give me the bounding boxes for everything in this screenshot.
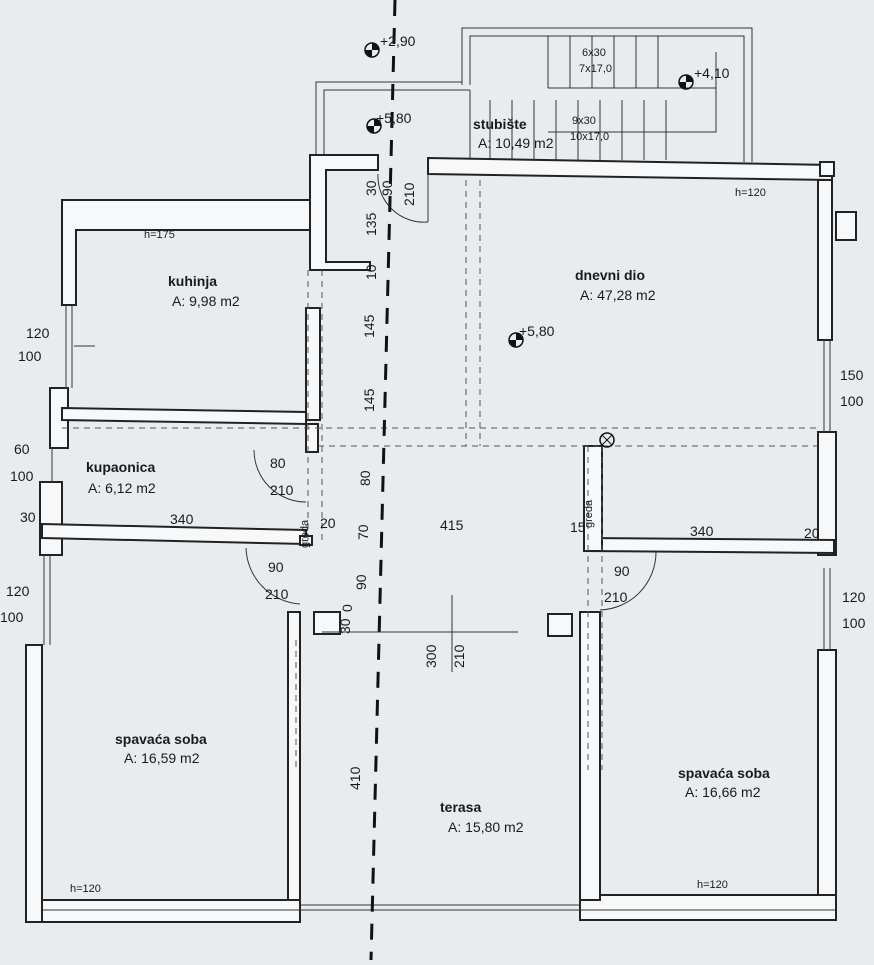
window-width: 150 bbox=[840, 367, 864, 383]
room-name-stubiste: stubište bbox=[473, 116, 527, 132]
dimension-label: 20 bbox=[320, 515, 336, 531]
window-width: 60 bbox=[14, 441, 30, 457]
level-label: +5,80 bbox=[519, 323, 555, 339]
beam-label: greda bbox=[299, 519, 311, 548]
door-height: 210 bbox=[265, 586, 289, 602]
dimension-label: 410 bbox=[347, 766, 363, 790]
dimension-label: 30 bbox=[20, 509, 36, 525]
room-area-terasa: A: 15,80 m2 bbox=[448, 819, 524, 835]
level-label: +4,10 bbox=[694, 65, 730, 81]
level-label: +2,90 bbox=[380, 33, 416, 49]
window-height: 100 bbox=[18, 348, 42, 364]
dimension-label: 10 bbox=[363, 264, 379, 280]
height-kuhinja: h=175 bbox=[144, 229, 175, 241]
dimension-label: 90 bbox=[353, 574, 369, 590]
window-lines bbox=[43, 305, 831, 650]
window-width: 120 bbox=[842, 589, 866, 605]
chimney-symbol bbox=[599, 432, 615, 448]
room-name-kupaonica: kupaonica bbox=[86, 459, 156, 475]
dimension-label: 340 bbox=[690, 523, 714, 539]
stair-treads bbox=[489, 36, 717, 160]
door-swings bbox=[245, 173, 657, 611]
dimension-label: 30 bbox=[363, 180, 379, 196]
dimension-label: 80 bbox=[357, 470, 373, 486]
dimension-label: 70 bbox=[355, 524, 371, 540]
room-name-dnevni: dnevni dio bbox=[575, 267, 645, 283]
window-height: 100 bbox=[842, 615, 866, 631]
room-name-soba-left: spavaća soba bbox=[115, 731, 207, 747]
dimension-label: 20 bbox=[804, 525, 820, 541]
room-name-terasa: terasa bbox=[440, 799, 482, 815]
dimension-label: 90 bbox=[379, 180, 395, 196]
room-name-kuhinja: kuhinja bbox=[168, 273, 218, 289]
door-height: 210 bbox=[451, 644, 467, 668]
door-height: 210 bbox=[270, 482, 294, 498]
dimension-label: 15 bbox=[570, 519, 586, 535]
room-area-stubiste: A: 10,49 m2 bbox=[478, 135, 554, 151]
stair-annotation: 9x30 bbox=[572, 115, 596, 127]
window-width: 120 bbox=[26, 325, 50, 341]
level-markers bbox=[364, 42, 694, 348]
dimension-label: 145 bbox=[361, 388, 377, 412]
beam-label: greda bbox=[583, 499, 595, 528]
room-area-kupaonica: A: 6,12 m2 bbox=[88, 480, 156, 496]
dimension-label: 135 bbox=[363, 212, 379, 236]
door-width: 90 bbox=[268, 559, 284, 575]
height-dnevni: h=120 bbox=[735, 187, 766, 199]
room-area-soba-right: A: 16,66 m2 bbox=[685, 784, 761, 800]
axis-line bbox=[369, 0, 397, 961]
room-area-kuhinja: A: 9,98 m2 bbox=[172, 293, 240, 309]
door-width: 90 bbox=[614, 563, 630, 579]
level-label: +5,80 bbox=[376, 110, 412, 126]
stair-outline bbox=[315, 27, 753, 162]
height-soba-right: h=120 bbox=[697, 879, 728, 891]
window-height: 100 bbox=[0, 609, 24, 625]
window-width: 120 bbox=[6, 583, 30, 599]
dimension-label: 145 bbox=[361, 314, 377, 338]
interior-walls bbox=[41, 406, 835, 637]
window-height: 100 bbox=[10, 468, 34, 484]
dimension-label: 30 bbox=[337, 618, 353, 634]
door-width: 300 bbox=[423, 644, 439, 668]
dimension-label: 415 bbox=[440, 517, 464, 533]
room-area-soba-left: A: 16,59 m2 bbox=[124, 750, 200, 766]
entry-door-height: 210 bbox=[401, 182, 417, 206]
dimension-label: 340 bbox=[170, 511, 194, 527]
height-soba-left: h=120 bbox=[70, 883, 101, 895]
beam-lines bbox=[62, 180, 818, 770]
door-height: 210 bbox=[604, 589, 628, 605]
stair-annotation: 7x17,0 bbox=[579, 63, 613, 75]
door-width: 80 bbox=[270, 455, 286, 471]
room-area-dnevni: A: 47,28 m2 bbox=[580, 287, 656, 303]
outer-walls bbox=[25, 154, 857, 923]
room-name-soba-right: spavaća soba bbox=[678, 765, 770, 781]
stair-annotation: 10x17,0 bbox=[570, 131, 610, 143]
window-height: 100 bbox=[840, 393, 864, 409]
dimension-label: 0 bbox=[339, 604, 355, 612]
stair-annotation: 6x30 bbox=[582, 47, 606, 59]
